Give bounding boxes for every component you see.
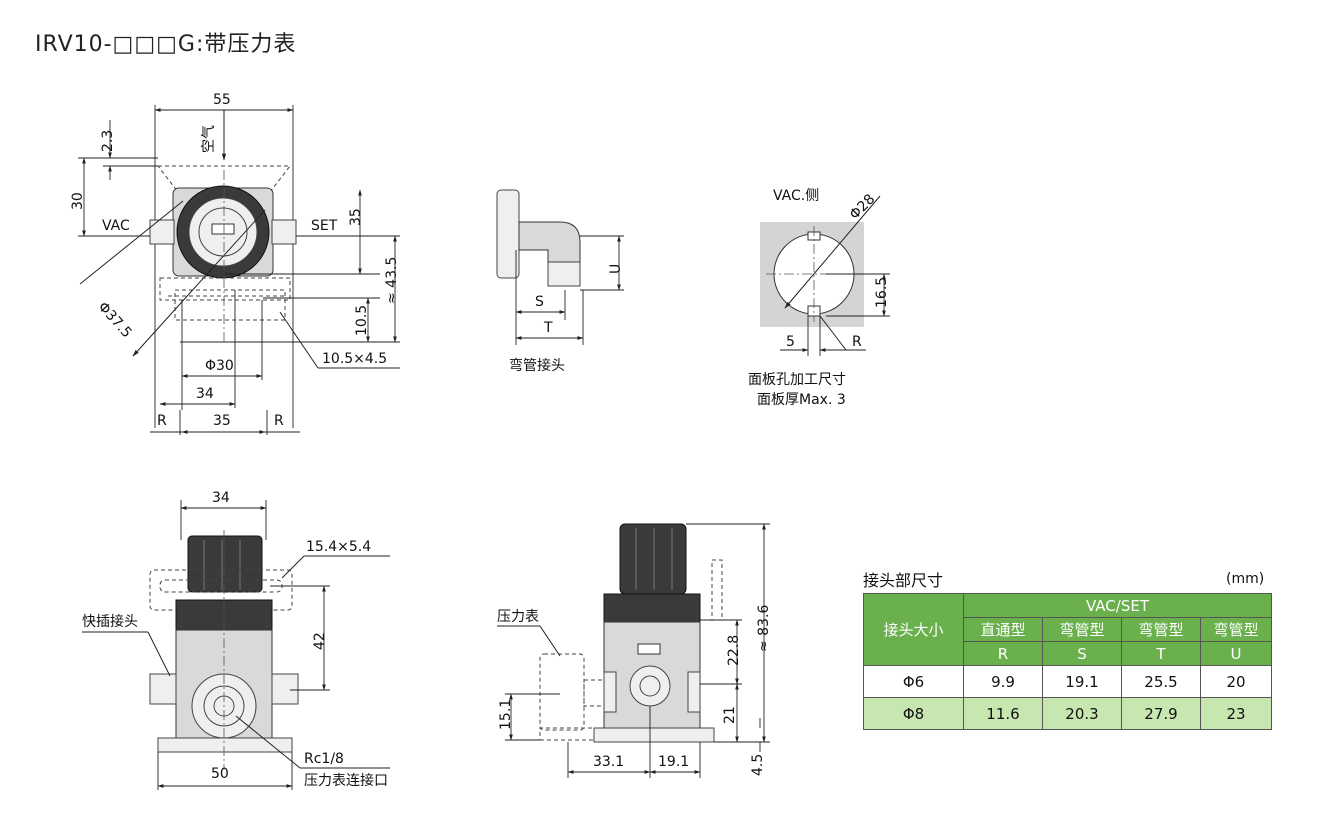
size-cell: Φ8	[863, 697, 964, 730]
table-title: 接头部尺寸	[863, 571, 944, 590]
dim-42: 42	[312, 632, 328, 650]
vac-side-label: VAC.侧	[773, 188, 819, 204]
front-view: 34 15.4×5.4 42 快插接头	[82, 490, 390, 790]
front-knob	[187, 535, 263, 593]
type-header: 弯管型	[1121, 617, 1201, 642]
dim-22-8: 22.8	[726, 635, 742, 666]
type-header: 弯管型	[1042, 617, 1122, 642]
vac-fitting	[149, 219, 175, 245]
dim-phi28: Φ28	[847, 191, 879, 223]
side-knob	[619, 523, 687, 595]
value-cell: 9.9	[963, 665, 1043, 698]
size-cell: Φ6	[863, 665, 964, 698]
front-right-fitting	[271, 673, 299, 705]
elbow-caption: 弯管接头	[509, 357, 565, 374]
dim-15-1: 15.1	[498, 699, 514, 730]
dim-43-5: ≈ 43.5	[384, 257, 400, 304]
air-label: 空气	[201, 125, 217, 153]
value-cell: 27.9	[1121, 697, 1201, 730]
dim-35-bottom: 35	[213, 413, 231, 429]
col-size-header: 接头大小	[863, 593, 964, 666]
fitting-label: 快插接头	[82, 613, 138, 630]
dim-phi37-5: Φ37.5	[95, 299, 135, 341]
value-cell: 11.6	[963, 697, 1043, 730]
dim-r-left: R	[157, 413, 167, 429]
dim-10-5: 10.5	[354, 305, 370, 336]
panel-caption-1: 面板孔加工尺寸	[748, 372, 846, 388]
type-header: 直通型	[963, 617, 1043, 642]
front-left-fitting	[149, 673, 177, 705]
letter-header: S	[1042, 641, 1122, 666]
dim-2-3: 2.3	[100, 130, 116, 152]
dim-u: U	[608, 264, 624, 274]
dim-r-right: R	[274, 413, 284, 429]
gauge-dashed	[539, 653, 585, 731]
dim-19-1: 19.1	[658, 754, 689, 770]
side-nut	[603, 593, 701, 623]
fitting-dimension-table: 接头大小 VAC/SET 直通型 弯管型 弯管型 弯管型 R S T U Φ6 …	[863, 593, 1272, 730]
dim-34: 34	[196, 386, 214, 402]
vac-label: VAC	[102, 218, 130, 234]
letter-header: R	[963, 641, 1043, 666]
dim-16-5: 16.5	[874, 277, 890, 308]
value-cell: 20.3	[1042, 697, 1122, 730]
letter-header: T	[1121, 641, 1201, 666]
set-fitting	[271, 219, 297, 245]
dim-s: S	[535, 294, 544, 310]
dim-4-5: 4.5	[750, 754, 766, 776]
value-cell: 19.1	[1042, 665, 1122, 698]
dim-5: 5	[786, 334, 795, 350]
letter-header: U	[1200, 641, 1272, 666]
dim-50: 50	[211, 766, 229, 782]
type-header: 弯管型	[1200, 617, 1272, 642]
port-rc: Rc1/8	[304, 751, 344, 767]
table-row: Φ6 9.9 19.1 25.5 20	[863, 665, 1272, 698]
panel-cutout-view: VAC.侧 Φ28 16.5 5 R 面板孔加工尺寸 面板厚Max. 3	[748, 188, 890, 408]
value-cell: 23	[1200, 697, 1272, 730]
page-title: IRV10-□□□G:带压力表	[35, 32, 297, 57]
front-base	[157, 737, 293, 753]
side-view: 压力表 ≈ 83.6 22.8 21 15.1 33.1 19.1 4.5	[497, 523, 772, 778]
dim-t: T	[543, 320, 553, 336]
gauge-label: 压力表	[497, 609, 539, 625]
dim-slot-15-4x5-4: 15.4×5.4	[306, 539, 371, 555]
port-label: 压力表连接口	[304, 772, 388, 789]
dim-slot-10-5x4-5: 10.5×4.5	[322, 351, 387, 367]
panel-caption-2: 面板厚Max. 3	[757, 392, 846, 408]
dim-21: 21	[722, 706, 738, 724]
dim-33-1: 33.1	[593, 754, 624, 770]
table-row: Φ8 11.6 20.3 27.9 23	[863, 697, 1272, 730]
value-cell: 25.5	[1121, 665, 1201, 698]
set-label: SET	[311, 218, 338, 234]
group-header: VAC/SET	[963, 593, 1272, 618]
elbow-fitting-view: U S T 弯管接头	[496, 189, 624, 374]
dim-55: 55	[213, 92, 231, 108]
table-unit: (mm)	[1226, 571, 1265, 587]
dim-34-front: 34	[212, 490, 230, 506]
side-base	[593, 727, 715, 743]
top-view: 55 空气 2.3 30 VAC SET 35 ≈ 43.5	[70, 92, 400, 435]
dim-30: 30	[70, 192, 86, 210]
dim-phi30: Φ30	[205, 358, 234, 374]
dim-r-panel: R	[852, 334, 862, 350]
dim-83-6: ≈ 83.6	[756, 605, 772, 652]
dim-35-right: 35	[348, 208, 364, 226]
value-cell: 20	[1200, 665, 1272, 698]
